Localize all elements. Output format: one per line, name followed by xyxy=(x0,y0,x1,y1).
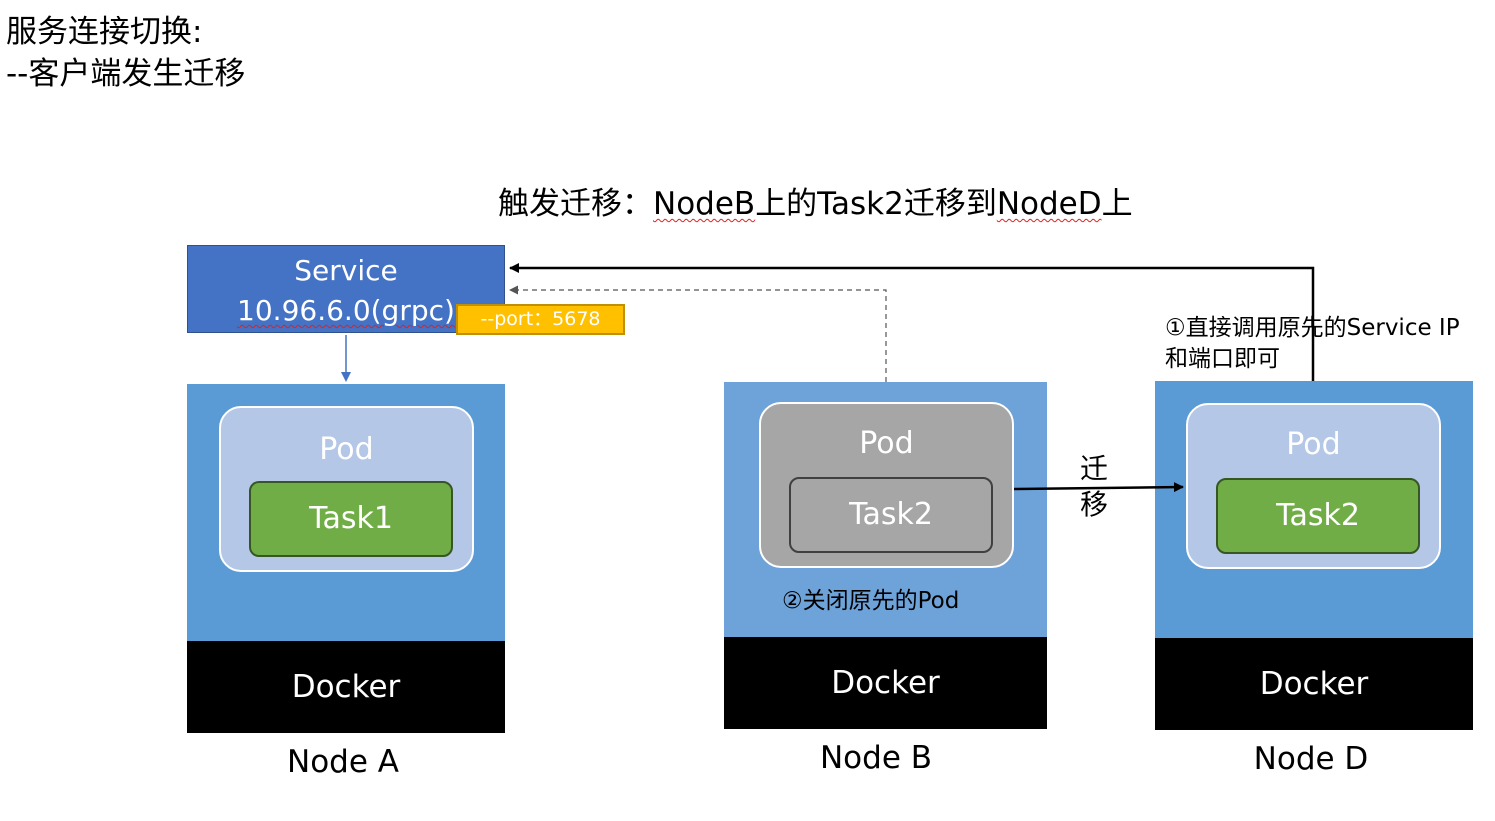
trigger-suffix: 上 xyxy=(1101,186,1133,222)
trigger-node-to: NodeD xyxy=(996,186,1102,222)
service-to-node-a-arrowhead xyxy=(341,372,351,382)
node-b-label: Node B xyxy=(819,740,933,776)
migrate-label-char2: 移 xyxy=(1080,488,1109,521)
node-b-to-service-dashed-arrow xyxy=(509,285,887,382)
trigger-prefix: 触发迁移： xyxy=(498,186,653,222)
port-badge: --port：5678 xyxy=(456,304,625,335)
node-a-label: Node A xyxy=(287,744,399,780)
migrate-label-char1: 迁 xyxy=(1080,452,1109,485)
node-a-pod-label: Pod xyxy=(319,432,374,467)
service-address: 10.96.6.0(grpc) xyxy=(237,294,455,327)
node-d-docker: Docker xyxy=(1155,638,1473,730)
node-b-pod-label: Pod xyxy=(859,426,914,461)
node-a-docker: Docker xyxy=(187,641,505,733)
node-d-to-service-arrow xyxy=(509,263,1315,381)
service-box: Service 10.96.6.0(grpc) xyxy=(187,245,505,333)
node-b-docker: Docker xyxy=(724,637,1047,729)
migration-arrow xyxy=(1013,482,1184,493)
node-d-label: Node D xyxy=(1253,741,1369,777)
trigger-middle: 上的Task2迁移到 xyxy=(755,186,997,222)
page-title: 服务连接切换: xyxy=(6,14,203,50)
close-pod-note: ②关闭原先的Pod xyxy=(782,588,960,614)
node-b-task: Task2 xyxy=(789,477,993,553)
page-subtitle: --客户端发生迁移 xyxy=(6,56,246,92)
trigger-caption: 触发迁移：NodeB上的Task2迁移到NodeD上 xyxy=(498,184,1133,224)
node-d-pod-label: Pod xyxy=(1286,427,1341,462)
service-name: Service xyxy=(294,254,398,287)
node-a-task: Task1 xyxy=(249,481,453,557)
node-d-task: Task2 xyxy=(1216,478,1420,554)
direct-call-note-line2: 和端口即可 xyxy=(1165,346,1280,372)
trigger-node-from: NodeB xyxy=(653,186,756,222)
